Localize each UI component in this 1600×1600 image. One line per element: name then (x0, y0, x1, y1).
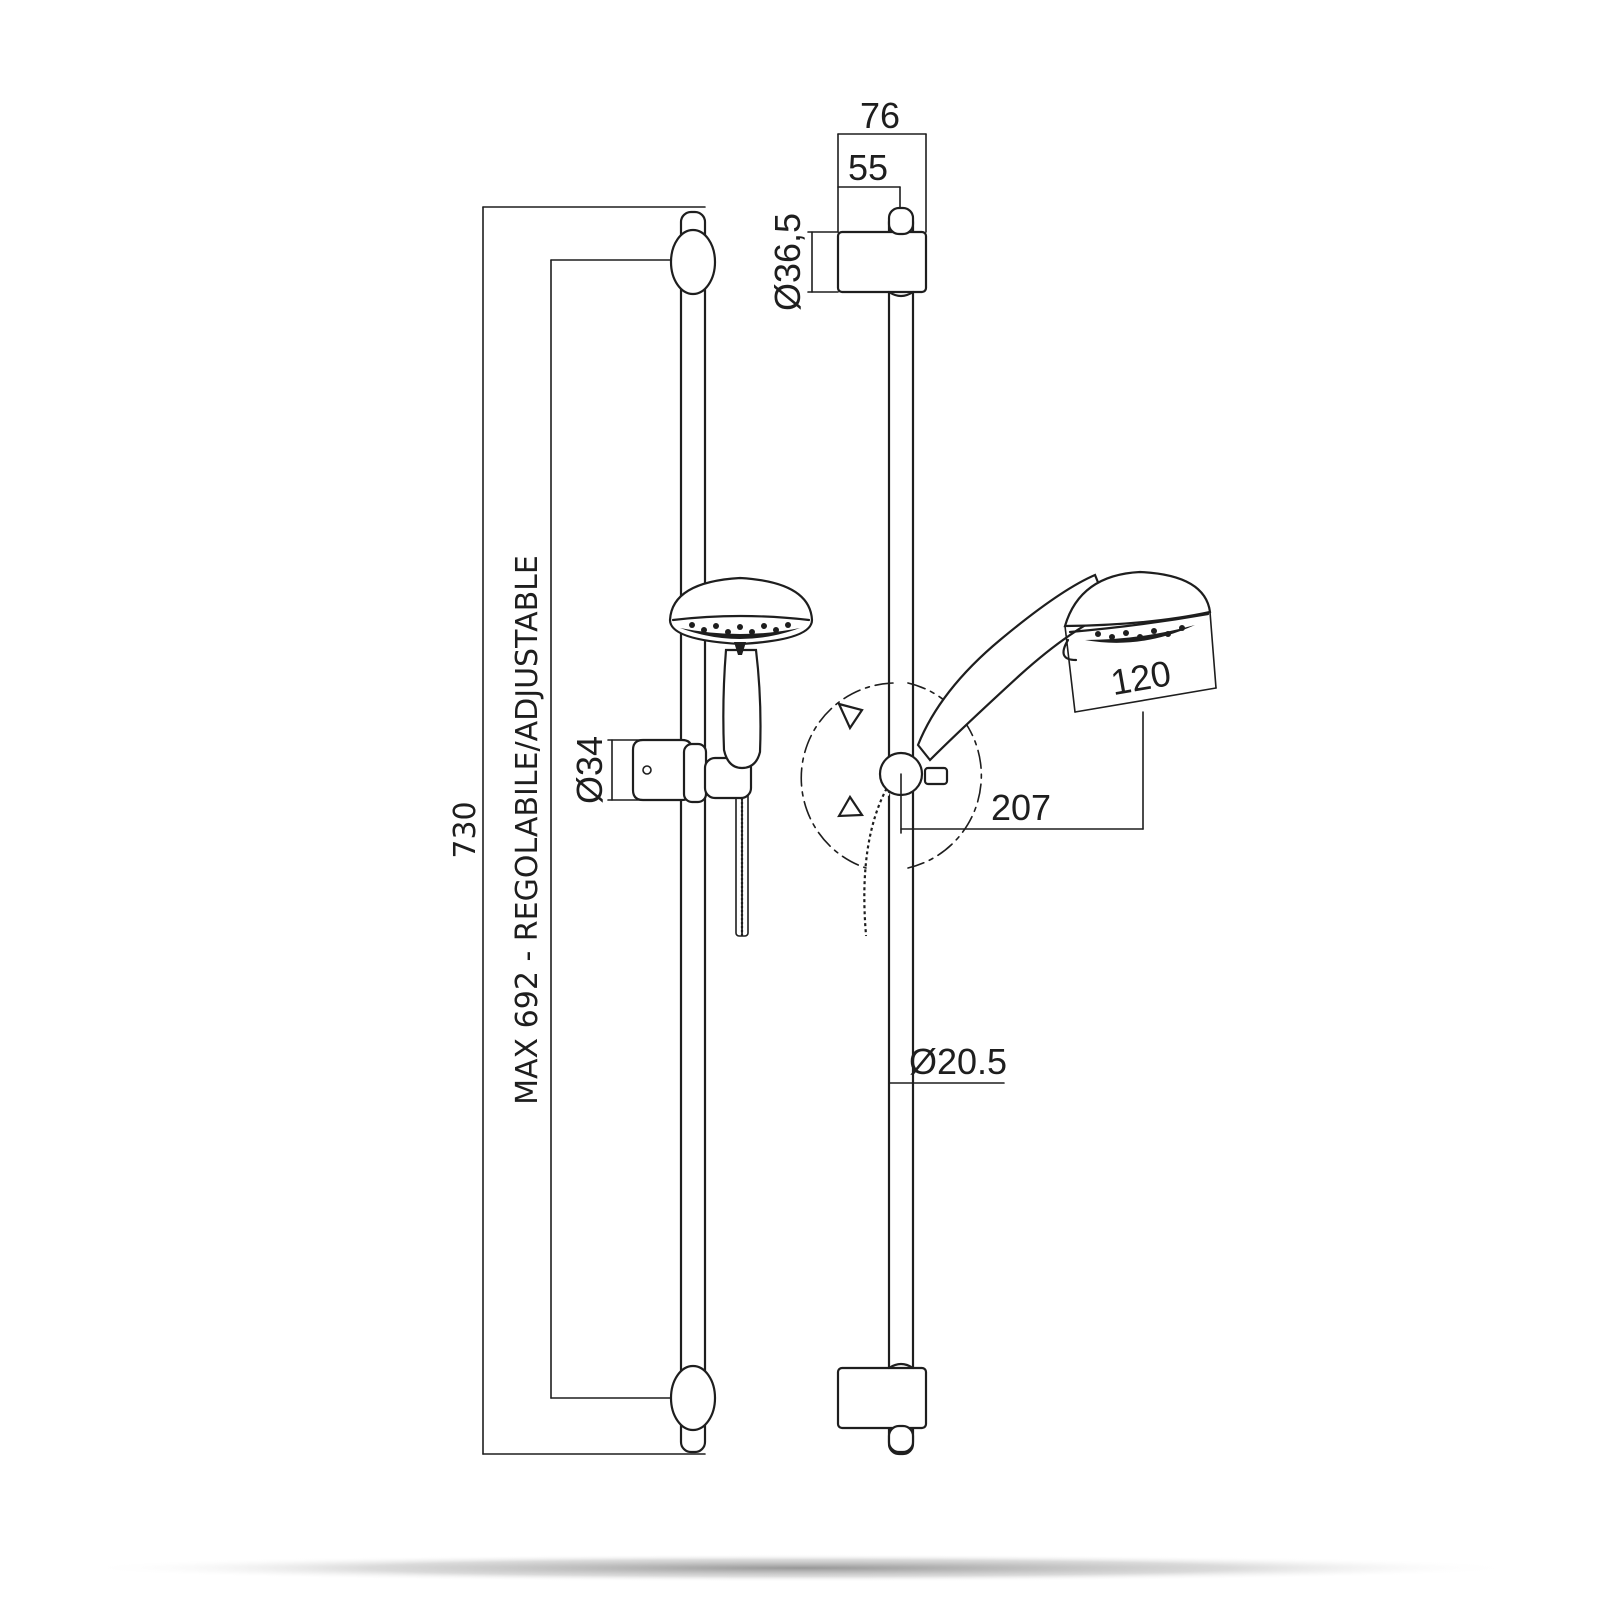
front-bottom-bracket (669, 1364, 717, 1432)
front-top-bracket (669, 228, 717, 296)
dimension-slider-diameter-label: Ø34 (569, 736, 610, 804)
side-slider (878, 751, 949, 797)
floor-shadow (80, 1554, 1520, 1582)
dimension-55-lines (837, 186, 901, 213)
nozzle-dots (689, 622, 791, 635)
front-rail (679, 210, 707, 1454)
side-view: 76 55 Ø36,5 Ø20.5 (767, 95, 1217, 1456)
dimension-692-lines (550, 259, 681, 1399)
front-handle (722, 648, 762, 770)
dimension-730-label: 730 (448, 801, 483, 858)
dimension-bracket-diameter-lines (807, 231, 839, 293)
dimension-730-lines (482, 206, 706, 1455)
front-shower-head (668, 576, 814, 655)
rotation-arrow (800, 682, 983, 869)
side-bottom-bracket (836, 1362, 928, 1454)
front-hose (735, 788, 749, 937)
dimension-207-lines (900, 711, 1144, 834)
front-view: 730 MAX 692 - REGOLABILE/ADJUSTABLE Ø34 (448, 206, 814, 1455)
dimension-bracket-diameter-label: Ø36,5 (767, 213, 808, 311)
side-hose (859, 783, 893, 937)
side-top-bracket (836, 206, 928, 298)
dimension-76-label: 76 (860, 95, 900, 136)
dimension-rail-diameter-lines (888, 1051, 1005, 1084)
dimension-55-label: 55 (848, 147, 888, 188)
dimension-207-label: 207 (991, 787, 1051, 828)
dimension-120-label: 120 (1108, 652, 1174, 703)
dimension-76-lines (837, 133, 927, 233)
side-shower-head (1062, 570, 1212, 662)
dimension-adjustable-label: MAX 692 - REGOLABILE/ADJUSTABLE (510, 555, 545, 1105)
dimension-rail-diameter-label: Ø20.5 (909, 1041, 1007, 1082)
dimension-120-lines (1064, 611, 1217, 713)
side-nozzle-dots (1095, 625, 1185, 640)
